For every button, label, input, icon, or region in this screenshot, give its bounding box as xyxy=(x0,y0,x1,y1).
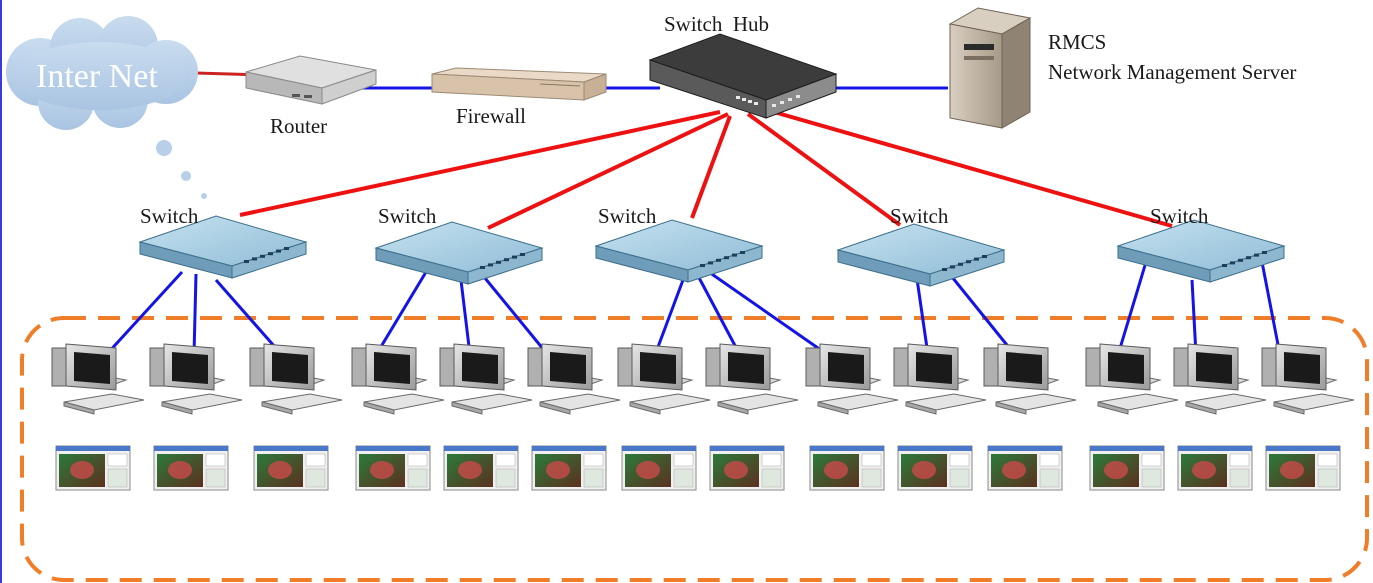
switch-label: Switch xyxy=(378,204,437,228)
screen-thumbnail xyxy=(1177,445,1253,491)
lan-link xyxy=(374,271,428,356)
screen-thumbnail xyxy=(55,445,131,491)
desktop-computer-icon xyxy=(1261,343,1355,415)
desktop-computer-icon xyxy=(439,343,533,415)
desktop-computer-icon xyxy=(617,343,711,415)
switch-label: Switch xyxy=(1150,204,1209,228)
desktop-computer-icon xyxy=(1085,343,1179,415)
screens-layer xyxy=(55,445,1341,491)
screen-thumbnail xyxy=(809,445,885,491)
screen-thumbnail xyxy=(621,445,697,491)
desktop-computer-icon xyxy=(1173,343,1267,415)
client-group-boundary xyxy=(20,316,1369,582)
lan-link xyxy=(104,270,184,357)
uplink-5 xyxy=(759,106,1173,228)
desktop-computer-icon xyxy=(983,343,1077,415)
uplinks xyxy=(239,106,1173,230)
uplink-4 xyxy=(746,112,902,227)
lan-link xyxy=(1260,261,1282,356)
firewall-icon xyxy=(431,67,607,101)
lan-link xyxy=(478,271,550,356)
screen-thumbnail xyxy=(153,445,229,491)
desktop-computer-icon xyxy=(249,343,343,415)
switch-label: Switch xyxy=(890,204,949,228)
desktop-computer-icon xyxy=(805,343,899,415)
lan-links xyxy=(104,261,1282,357)
cloud-bubble xyxy=(181,171,191,181)
internet-cloud xyxy=(6,16,207,199)
lan-link xyxy=(694,271,742,356)
switch-label: Switch xyxy=(598,204,657,228)
lan-link xyxy=(458,271,472,356)
screen-thumbnail xyxy=(987,445,1063,491)
lan-link xyxy=(653,271,688,356)
internet-label: Inter Net xyxy=(36,58,158,95)
lan-link xyxy=(1190,279,1198,356)
router-icon xyxy=(245,55,377,105)
desktop-computer-icon xyxy=(51,343,145,415)
switch-icon xyxy=(836,223,1006,287)
screen-thumbnail xyxy=(897,445,973,491)
desktop-computer-icon xyxy=(893,343,987,415)
cloud-bubble xyxy=(201,193,207,199)
server-label-line1: RMCS xyxy=(1048,30,1107,54)
firewall-label: Firewall xyxy=(456,104,526,128)
lan-link xyxy=(914,271,930,356)
left-edge-line xyxy=(0,0,2,583)
lan-link xyxy=(705,268,829,357)
desktop-computer-icon xyxy=(351,343,445,415)
desktop-computer-icon xyxy=(149,343,243,415)
switch-hub-label: Switch Hub xyxy=(664,12,769,36)
switch-label: Switch xyxy=(140,204,199,228)
screen-thumbnail xyxy=(1265,445,1341,491)
uplink-1 xyxy=(239,110,721,217)
server-tower-icon xyxy=(948,7,1032,129)
screen-thumbnail xyxy=(443,445,519,491)
uplink-2 xyxy=(487,112,729,230)
lan-link xyxy=(1116,261,1148,356)
switch-hub-icon xyxy=(648,33,838,119)
switch-icon xyxy=(1116,219,1286,283)
cloud-bubble xyxy=(156,140,172,156)
screen-thumbnail xyxy=(709,445,785,491)
pcs-layer xyxy=(51,343,1355,415)
uplink-3 xyxy=(690,115,732,219)
lan-link xyxy=(946,271,1017,356)
server-label-line2: Network Management Server xyxy=(1048,60,1297,84)
desktop-computer-icon xyxy=(705,343,799,415)
screen-thumbnail xyxy=(531,445,607,491)
screen-thumbnail xyxy=(355,445,431,491)
screen-thumbnail xyxy=(253,445,329,491)
router-label: Router xyxy=(270,114,328,138)
lan-link xyxy=(214,279,284,356)
screen-thumbnail xyxy=(1089,445,1165,491)
switches-layer xyxy=(138,215,1286,287)
switch-icon xyxy=(138,215,308,279)
switch-icon xyxy=(594,219,764,283)
switch-icon xyxy=(374,221,544,285)
desktop-computer-icon xyxy=(527,343,621,415)
lan-link xyxy=(192,273,198,356)
